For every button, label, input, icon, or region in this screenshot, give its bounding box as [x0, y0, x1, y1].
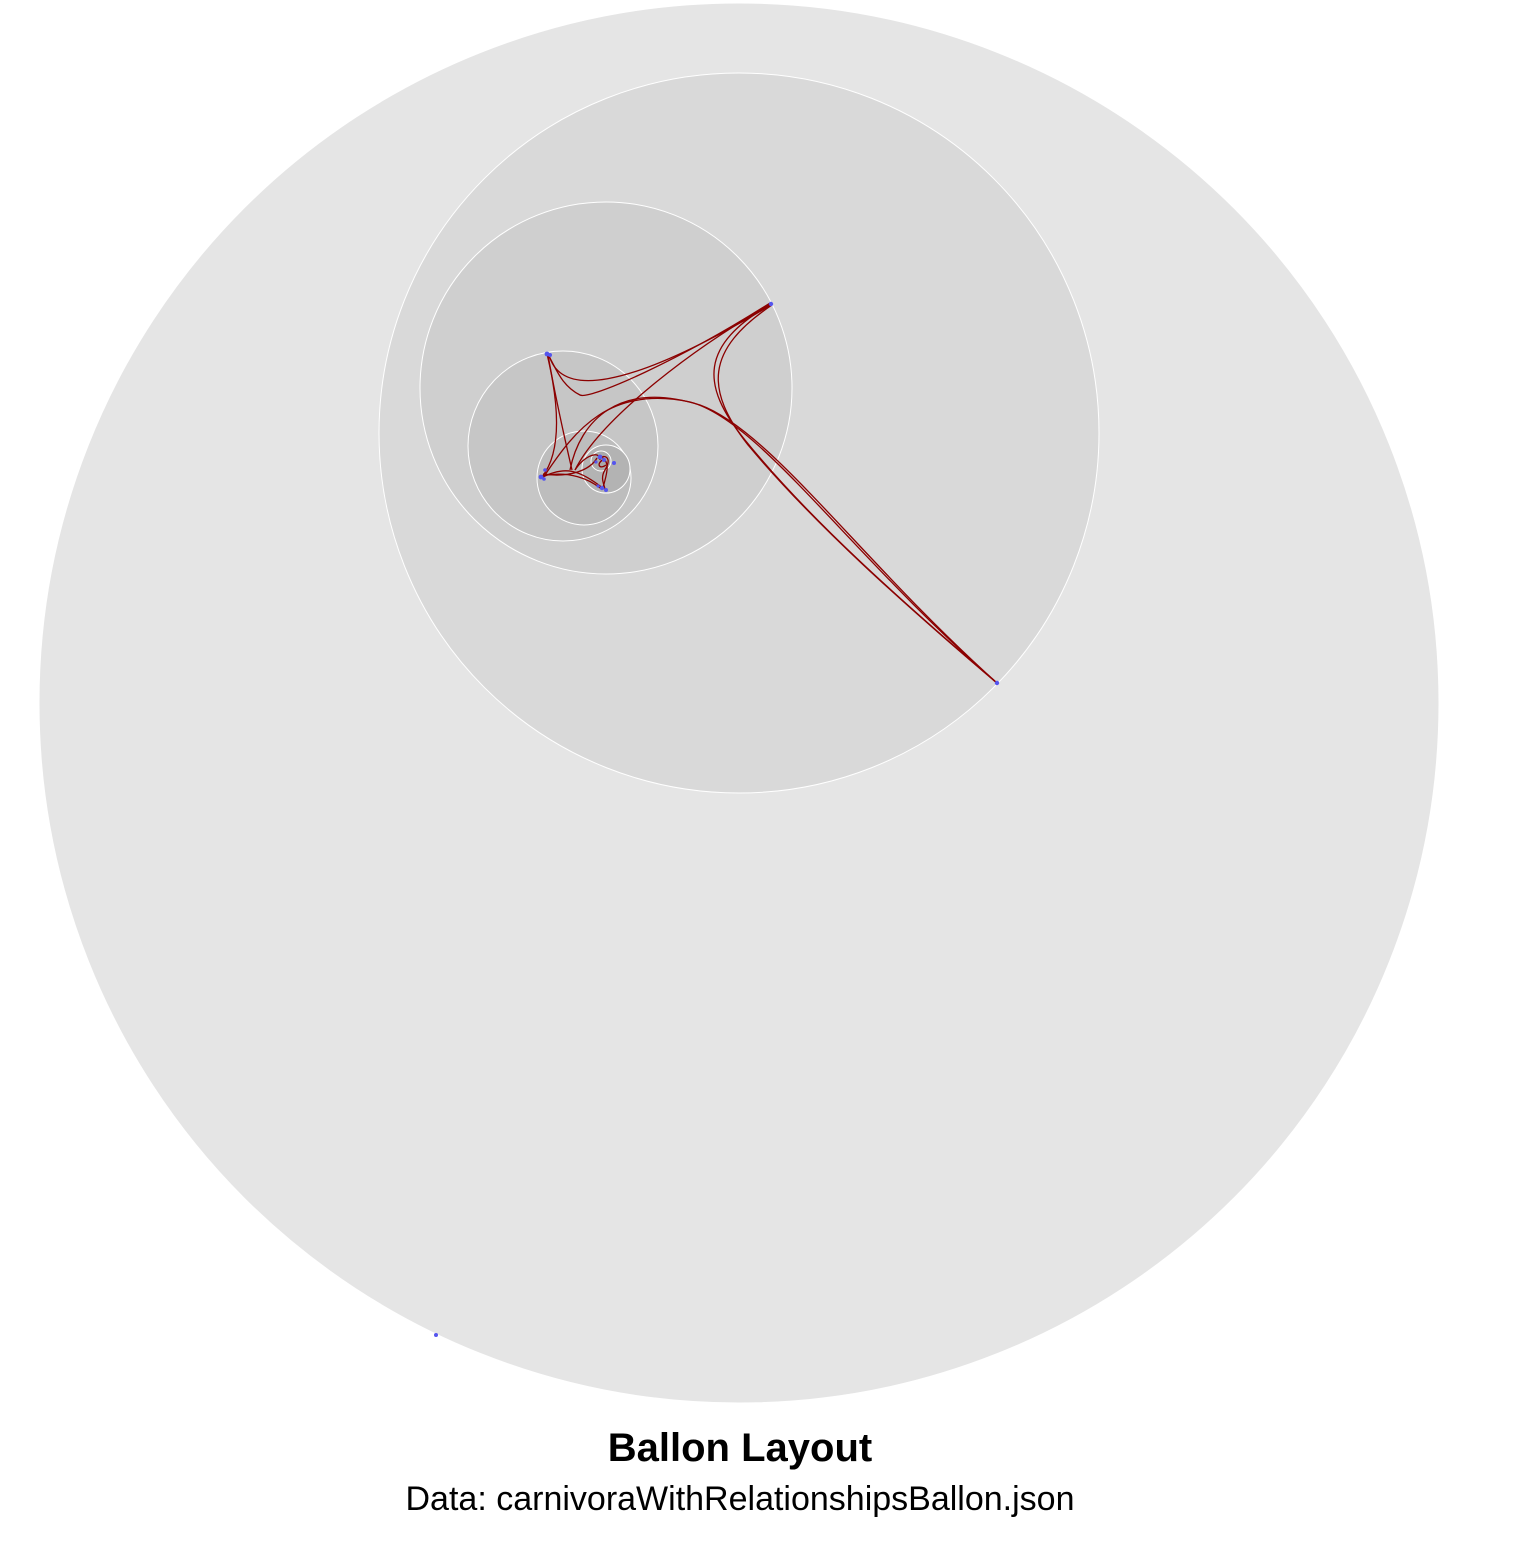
link-path — [717, 304, 999, 685]
node-dot — [596, 484, 600, 488]
relationship-links — [540, 302, 999, 685]
node-dot — [548, 353, 552, 357]
link-path — [541, 353, 558, 478]
node-dot — [434, 1333, 438, 1337]
diagram-subtitle: Data: carnivoraWithRelationshipsBallon.j… — [405, 1480, 1075, 1518]
link-path — [597, 455, 609, 490]
diagram-title: Ballon Layout — [607, 1426, 873, 1470]
node-dot — [602, 458, 606, 462]
node-dot — [612, 461, 616, 465]
node-dot — [542, 477, 546, 481]
node-dot — [599, 485, 605, 491]
link-path — [548, 304, 772, 382]
node-dot — [604, 488, 608, 492]
node-dot — [543, 468, 547, 472]
tree-nodes — [434, 301, 1000, 1337]
link-path — [569, 396, 998, 684]
node-dot — [768, 301, 774, 307]
balloon-circles — [38, 2, 1440, 1404]
link-path — [540, 470, 605, 490]
node-dot — [594, 460, 598, 464]
node-dot — [994, 680, 1000, 686]
link-path — [544, 397, 998, 684]
node-dot — [597, 454, 603, 460]
balloon-diagram — [38, 2, 1440, 1404]
node-dot — [538, 474, 544, 480]
